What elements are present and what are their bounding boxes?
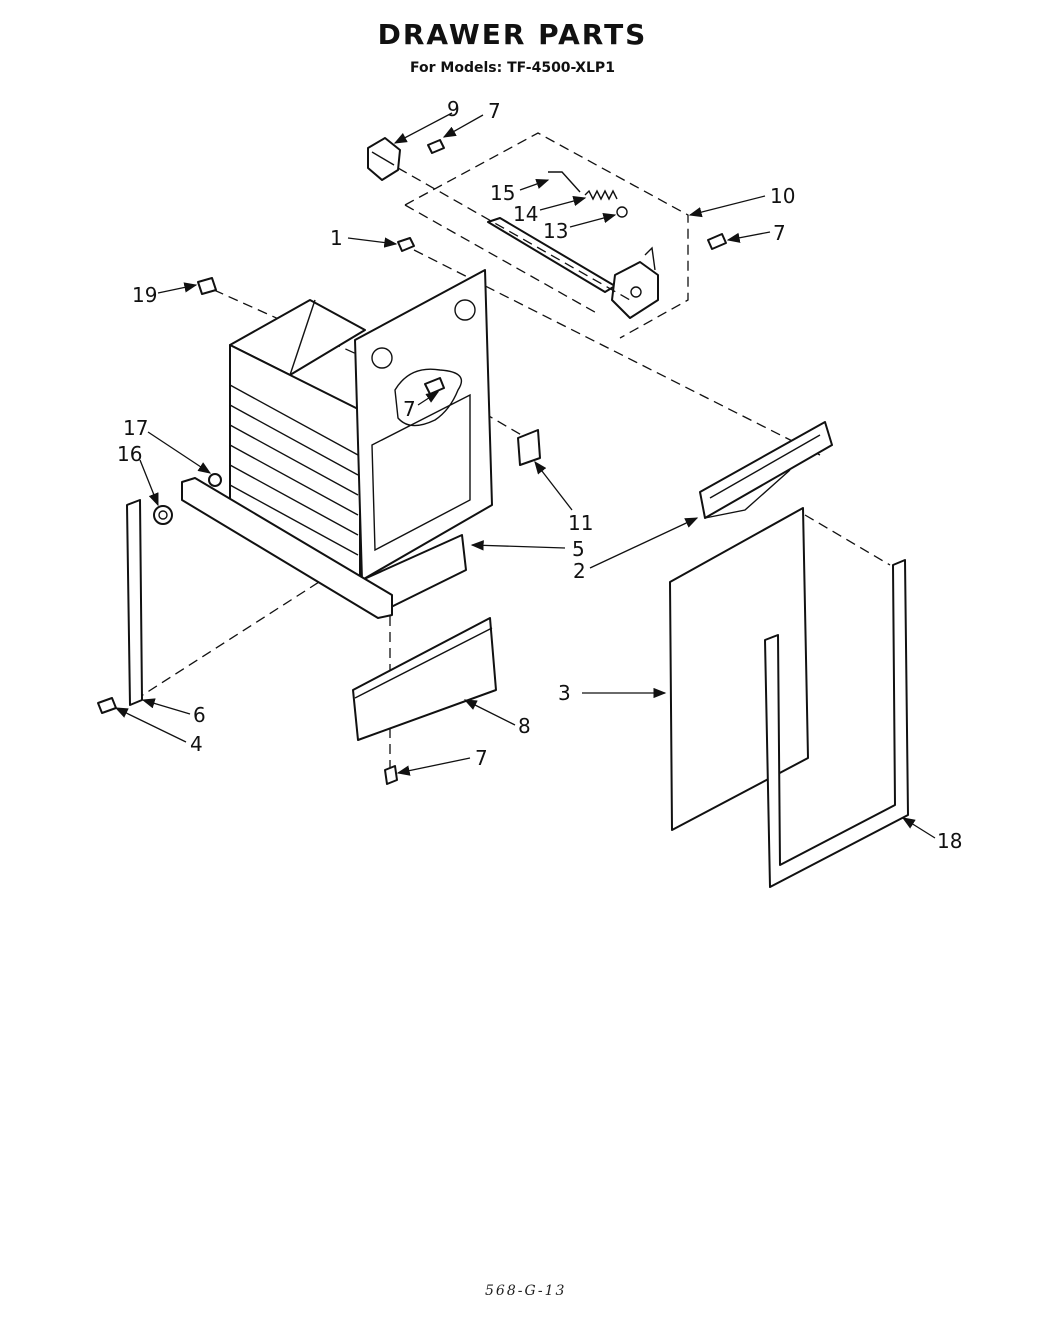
document-code: 568-G-13	[485, 1283, 567, 1299]
screw-part-7-top	[427, 139, 445, 154]
callout-14: 14	[513, 202, 538, 226]
rod-part-15	[548, 171, 581, 193]
knob-part-16	[153, 505, 173, 525]
callout-4: 4	[190, 732, 203, 756]
model-subtitle: For Models: TF-4500-XLP1	[410, 60, 615, 76]
callout-10: 10	[770, 184, 795, 208]
callout-2: 2	[573, 559, 586, 583]
nut-part-17	[208, 473, 222, 487]
screw-part-7-right	[707, 233, 727, 250]
glass-panel-part-3	[669, 507, 809, 831]
screw-part-1	[397, 237, 415, 252]
callout-19: 19	[132, 283, 157, 307]
callout-11: 11	[568, 511, 593, 535]
callout-7-middle: 7	[403, 397, 416, 421]
screw-part-7-bottom	[384, 765, 398, 785]
callout-16: 16	[117, 442, 142, 466]
callout-7-right: 7	[773, 221, 786, 245]
slide-rail-part-6	[126, 499, 143, 706]
screw-part-4	[97, 697, 117, 714]
callout-17: 17	[123, 416, 148, 440]
hinge-assembly-dashed-box	[404, 132, 689, 339]
callout-6: 6	[193, 703, 206, 727]
callout-5: 5	[572, 537, 585, 561]
callout-7-bottom: 7	[475, 746, 488, 770]
callout-7-top: 7	[488, 99, 501, 123]
screw-part-7-middle	[424, 377, 445, 395]
callout-1: 1	[330, 226, 343, 250]
callout-18: 18	[937, 829, 962, 853]
slide-bracket-part-2	[699, 421, 833, 519]
callout-9: 9	[447, 97, 460, 121]
callout-3: 3	[558, 681, 571, 705]
front-rail	[181, 477, 393, 619]
callout-15: 15	[490, 181, 515, 205]
bracket-part-8	[352, 617, 497, 741]
spring-part-14	[584, 189, 618, 201]
clip-part-13	[616, 206, 628, 218]
hinge-bracket-right	[611, 246, 659, 319]
hinge-bracket-part-9	[367, 137, 401, 181]
callout-13: 13	[543, 219, 568, 243]
callout-8: 8	[518, 714, 531, 738]
clip-part-11	[517, 429, 541, 466]
page-title: DRAWER PARTS	[377, 18, 648, 51]
screw-part-19	[197, 277, 217, 295]
drawer-body-part-5	[229, 269, 493, 611]
frame-part-18	[764, 559, 909, 888]
